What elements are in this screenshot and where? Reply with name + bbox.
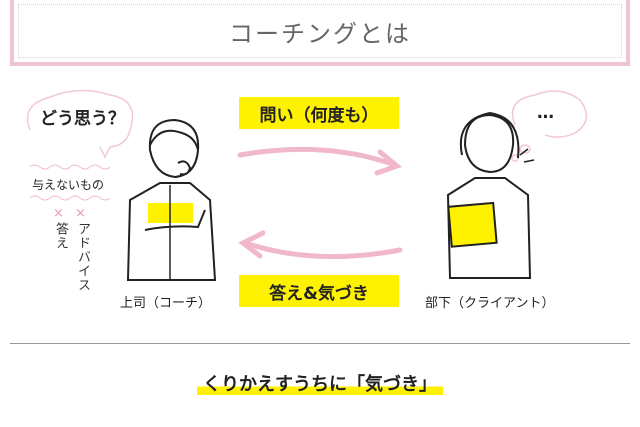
- thought-bubble-icon: [511, 90, 588, 162]
- client-figure-icon: [446, 111, 535, 279]
- wavy-line-icon: [30, 164, 110, 170]
- not-given-item: 答え: [53, 222, 68, 250]
- cross-icon: ×: [75, 206, 86, 221]
- client-thought: …: [537, 103, 554, 123]
- not-given-heading: 与えないもの: [32, 178, 105, 192]
- cross-icon: ×: [53, 206, 64, 221]
- client-label: 部下（クライアント）: [425, 296, 555, 311]
- divider: [10, 343, 630, 344]
- coach-figure-icon: [126, 118, 217, 281]
- page-title: コーチングとは: [229, 19, 411, 48]
- thought-bubble-icon: [26, 89, 134, 159]
- arrow-right-icon: [237, 146, 403, 176]
- arrow-left-icon: [238, 230, 403, 260]
- wavy-line-icon: [30, 195, 110, 201]
- question-label: 問い（何度も）: [239, 97, 399, 129]
- coach-label: 上司（コーチ）: [120, 296, 212, 311]
- conclusion-text: くりかえすうちに「気づき」: [197, 374, 443, 395]
- coach-thought: どう思う？: [40, 109, 125, 129]
- not-given-item: アドバイス: [75, 222, 90, 292]
- title-frame: コーチングとは: [10, 0, 630, 66]
- answer-label: 答え&気づき: [239, 275, 399, 307]
